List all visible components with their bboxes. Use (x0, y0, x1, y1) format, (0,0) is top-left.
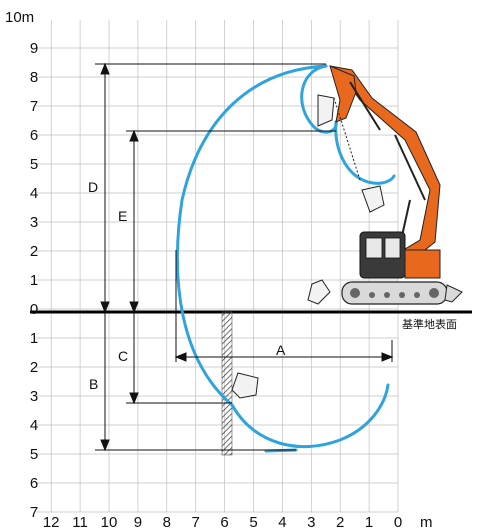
y-tick-label: 3 (30, 214, 38, 231)
y-tick-label: 3 (30, 388, 38, 405)
x-tick-label: 0 (394, 514, 402, 530)
label-C: C (118, 348, 128, 364)
y-tick-label: 5 (30, 446, 38, 463)
y-tick-labels: 9 8 7 6 5 4 3 2 1 0 1 2 3 4 5 6 7 (30, 40, 38, 521)
envelope-top-loop (300, 64, 338, 134)
envelope-mid-loop (334, 120, 396, 185)
x-tick-label: 2 (336, 514, 344, 530)
x-tick-label: 1 (365, 514, 373, 530)
grid (35, 20, 399, 513)
y-tick-label: 6 (30, 127, 38, 144)
bucket-icon-deep (231, 372, 259, 399)
hatched-wall (221, 311, 233, 456)
ground-caption: 基準地表面 (402, 317, 457, 331)
excavator-illustration (231, 65, 463, 399)
y-tick-label: 0 (30, 301, 38, 318)
y-tick-label: 4 (30, 417, 38, 434)
y-tick-label: 1 (30, 272, 38, 289)
bucket-icon-mid (361, 185, 385, 213)
x-tick-label: 5 (249, 514, 257, 530)
y-tick-label: 1 (30, 330, 38, 347)
x-tick-label: 10 (101, 514, 118, 530)
x-tick-label: 9 (134, 514, 142, 530)
x-axis-unit: m (420, 514, 433, 530)
x-tick-label: 6 (220, 514, 228, 530)
y-axis-unit-label: 10m (5, 9, 34, 26)
x-tick-label: 11 (72, 514, 88, 530)
label-E: E (118, 208, 127, 224)
label-D: D (88, 179, 98, 195)
y-tick-label: 2 (30, 243, 38, 260)
x-tick-label: 8 (163, 514, 171, 530)
y-tick-label: 9 (30, 40, 38, 57)
y-tick-label: 7 (30, 504, 38, 521)
x-tick-label: 12 (43, 514, 60, 530)
bucket-icon-top (317, 94, 335, 127)
y-tick-label: 7 (30, 98, 38, 115)
y-tick-label: 2 (30, 359, 38, 376)
x-tick-label: 7 (192, 514, 200, 530)
y-tick-label: 8 (30, 69, 38, 86)
reach-envelope (175, 64, 396, 453)
bucket-icon-ground (307, 279, 331, 305)
y-tick-label: 4 (30, 185, 38, 202)
excavator-arm (329, 65, 357, 123)
label-B: B (89, 376, 98, 392)
y-tick-label: 6 (30, 475, 38, 492)
x-tick-label: 4 (278, 514, 286, 530)
excavator-boom (329, 65, 441, 263)
x-tick-label: 3 (307, 514, 315, 530)
envelope-outer-arc (175, 64, 328, 407)
y-tick-label: 5 (30, 156, 38, 173)
envelope-lower-arc (230, 383, 390, 448)
label-A: A (276, 342, 286, 358)
dimension-lines (95, 62, 394, 452)
